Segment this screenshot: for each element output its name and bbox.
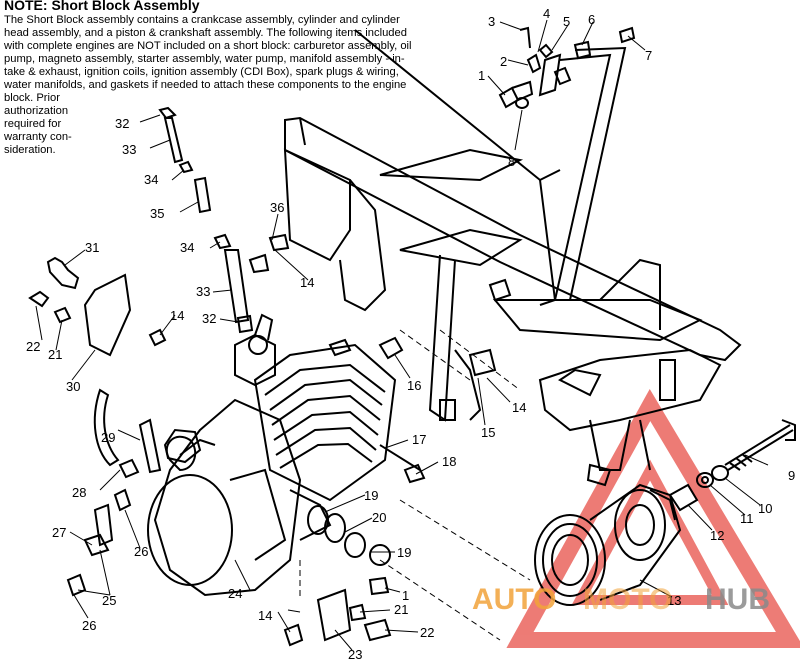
callout-14: 14: [258, 608, 272, 623]
callout-2: 2: [500, 54, 507, 69]
callout-16: 16: [407, 378, 421, 393]
callout-21: 21: [394, 602, 408, 617]
note-line: head assembly, and a piston & crankshaft…: [4, 27, 407, 39]
short-block-note: NOTE: Short Block Assembly The Short Blo…: [4, 0, 474, 157]
leader-lines: [35, 19, 769, 651]
callout-31: 31: [85, 240, 99, 255]
note-line: block. Prior: [4, 92, 60, 104]
callout-4: 4: [543, 6, 550, 21]
callout-19: 19: [364, 488, 378, 503]
note-line: water manifolds, and gaskets if needed t…: [4, 79, 407, 91]
callout-14: 14: [170, 308, 184, 323]
callout-17: 17: [412, 432, 426, 447]
note-line: authorization: [4, 105, 69, 117]
callout-29: 29: [101, 430, 115, 445]
callout-3: 3: [488, 14, 495, 29]
note-title: NOTE: Short Block Assembly: [4, 0, 200, 13]
callout-34: 34: [144, 172, 158, 187]
callout-36: 36: [270, 200, 284, 215]
callout-8: 8: [508, 154, 515, 169]
callout-26: 26: [134, 544, 148, 559]
callout-9: 9: [788, 468, 795, 483]
callout-21: 21: [48, 347, 62, 362]
watermark-text-part2: MOTO: [583, 583, 672, 616]
bolt-and-washers: [668, 419, 796, 512]
callout-33: 33: [196, 284, 210, 299]
note-line: sideration.: [4, 144, 56, 156]
callout-14: 14: [512, 400, 526, 415]
callout-27: 27: [52, 525, 66, 540]
callout-26: 26: [82, 618, 96, 633]
callout-35: 35: [150, 206, 164, 221]
callout-23: 23: [348, 647, 362, 661]
callout-28: 28: [72, 485, 86, 500]
callout-34: 34: [180, 240, 194, 255]
note-line: with complete engines are NOT included o…: [4, 40, 412, 52]
callout-5: 5: [563, 14, 570, 29]
callout-1: 1: [478, 68, 485, 83]
callout-7: 7: [645, 48, 652, 63]
callout-15: 15: [481, 425, 495, 440]
callout-25: 25: [102, 593, 116, 608]
clutch-assembly: [534, 483, 682, 606]
engine-assembly: [147, 313, 397, 597]
callout-14: 14: [300, 275, 314, 290]
hardware-parts: [28, 26, 636, 647]
watermark-logo: AUTO MOTO HUB: [472, 583, 770, 616]
note-line: warranty con-: [4, 131, 72, 143]
note-line: take & exhaust, ignition coils, ignition…: [4, 66, 399, 78]
watermark-text-part3: HUB: [705, 583, 770, 616]
callout-24: 24: [228, 586, 242, 601]
callout-19: 19: [397, 545, 411, 560]
callout-18: 18: [442, 454, 456, 469]
callout-12: 12: [710, 528, 724, 543]
callout-32: 32: [202, 311, 216, 326]
callout-20: 20: [372, 510, 386, 525]
callout-13: 13: [667, 593, 681, 608]
callout-32: 32: [115, 116, 129, 131]
note-line: pump, magneto assembly, starter assembly…: [4, 53, 405, 65]
callout-10: 10: [758, 501, 772, 516]
frame-assembly: [283, 29, 742, 487]
callout-22: 22: [26, 339, 40, 354]
callout-33: 33: [122, 142, 136, 157]
callout-30: 30: [66, 379, 80, 394]
note-line: The Short Block assembly contains a cran…: [4, 14, 400, 26]
watermark-text-part1: AUTO: [472, 583, 556, 616]
callout-1: 1: [402, 588, 409, 603]
note-line: required for: [4, 118, 62, 130]
callout-22: 22: [420, 625, 434, 640]
callout-6: 6: [588, 12, 595, 27]
callout-labels: 1 1 2 3 4 5 6 7 8 9 10 11 12 13 14 14 14…: [26, 6, 795, 661]
callout-11: 11: [740, 511, 754, 526]
